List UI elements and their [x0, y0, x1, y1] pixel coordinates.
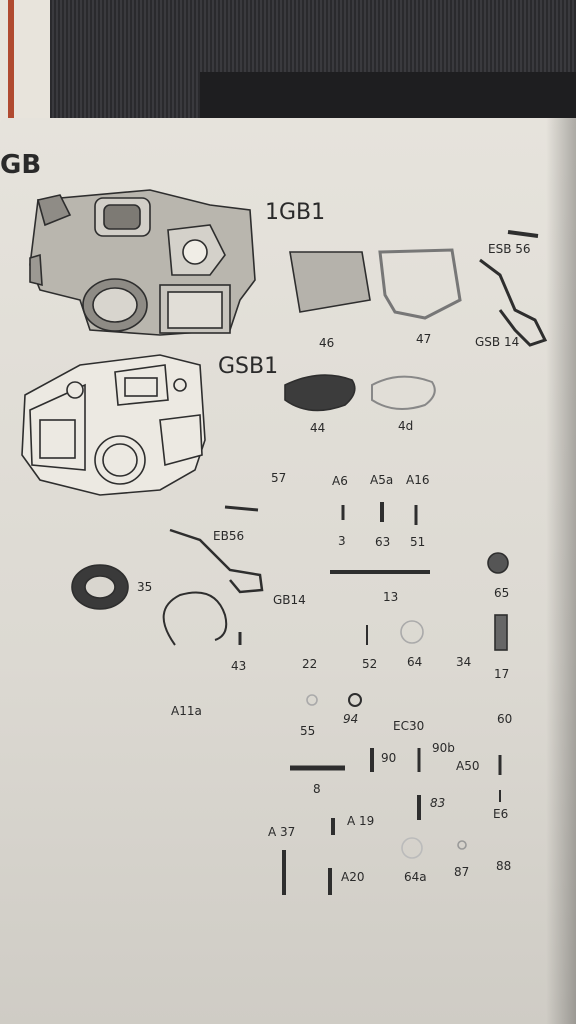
label-43: 43 [231, 659, 247, 673]
label-55: 55 [300, 724, 316, 738]
label-90b: 90b [432, 741, 455, 755]
label-esb56: ESB 56 [488, 242, 531, 256]
label-46: 46 [319, 336, 335, 350]
label-17: 17 [494, 667, 510, 681]
label-94: 94 [343, 712, 359, 726]
label-64a: 64a [404, 870, 427, 884]
label-e6: E6 [493, 807, 509, 821]
plate-44 [284, 374, 356, 412]
label-22: 22 [302, 657, 318, 671]
gasket-47 [378, 248, 462, 320]
label-gsb14: GSB 14 [475, 335, 520, 349]
label-a50: A50 [456, 759, 480, 773]
page-shadow [546, 118, 576, 1024]
page-header: GB [0, 150, 42, 180]
nut-65 [487, 552, 509, 574]
label-90: 90 [381, 751, 397, 765]
label-a6: A6 [332, 474, 348, 488]
label-a16: A16 [406, 473, 430, 487]
label-ec30: EC30 [393, 719, 425, 733]
gasket-4d [371, 375, 436, 410]
label-3: 3 [338, 534, 346, 548]
label-a37: A 37 [268, 825, 296, 839]
label-gb14: GB14 [273, 593, 306, 607]
label-13: 13 [383, 590, 399, 604]
label-64: 64 [407, 655, 423, 669]
lever-gb14 [169, 528, 264, 594]
label-47: 47 [416, 332, 432, 346]
label-51: 51 [410, 535, 426, 549]
label-8: 8 [313, 782, 321, 796]
label-34: 34 [456, 655, 472, 669]
background-carpet [0, 0, 576, 135]
label-eb56: EB56 [213, 529, 245, 543]
link-eb56 [224, 505, 259, 512]
label-1gb1: 1GB1 [265, 200, 326, 225]
link-esb56 [507, 230, 539, 238]
label-gsb1: GSB1 [218, 354, 279, 379]
plate-46 [289, 251, 371, 313]
label-35: 35 [137, 580, 153, 594]
label-87: 87 [454, 865, 470, 879]
label-a11a: A11a [171, 704, 202, 718]
label-4d: 4d [398, 419, 414, 433]
label-a20: A20 [341, 870, 365, 884]
plate-17 [494, 614, 508, 651]
label-83: 83 [430, 796, 446, 810]
background-red-strip [8, 0, 14, 140]
label-a19: A 19 [347, 814, 375, 828]
circlip [162, 591, 228, 646]
lever-gsb14 [479, 258, 548, 347]
label-a5a: A5a [370, 473, 394, 487]
label-88: 88 [496, 859, 512, 873]
lower-housing-illustration [21, 354, 206, 496]
label-57: 57 [271, 471, 287, 485]
label-44: 44 [310, 421, 326, 435]
upper-housing-illustration [29, 189, 256, 336]
background-dark-band [200, 72, 576, 122]
label-60: 60 [497, 712, 513, 726]
label-63: 63 [375, 535, 391, 549]
label-65: 65 [494, 586, 510, 600]
label-52: 52 [362, 657, 378, 671]
